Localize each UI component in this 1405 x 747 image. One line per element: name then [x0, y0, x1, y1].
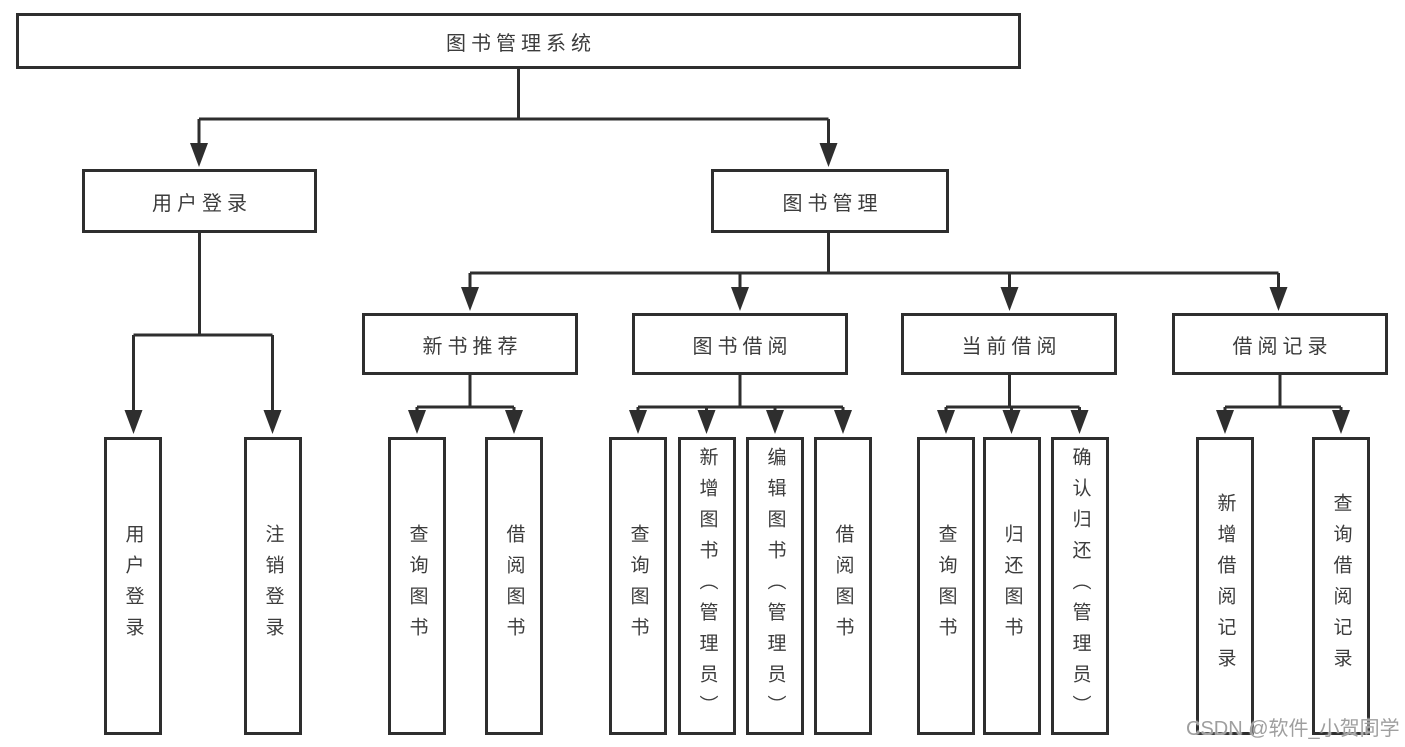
node-user-login: 用户登录: [82, 169, 317, 233]
node-label: 图书管理系统: [446, 32, 596, 55]
node-label: 借阅图书: [503, 524, 525, 648]
node-label: 用户登录: [152, 192, 252, 215]
node-label: 新增图书（管理员）: [696, 446, 718, 726]
node-new-book-recommendation: 新书推荐: [362, 313, 578, 375]
leaf-user-login: 用户登录: [104, 437, 162, 735]
node-book-management: 图书管理: [711, 169, 949, 233]
leaf-borrow-books-borrowing: 借阅图书: [814, 437, 872, 735]
node-label: 编辑图书（管理员）: [764, 446, 786, 726]
leaf-confirm-return-admin: 确认归还（管理员）: [1051, 437, 1109, 735]
node-book-borrowing: 图书借阅: [632, 313, 848, 375]
node-library-management-system: 图书管理系统: [16, 13, 1021, 69]
node-label: 当前借阅: [961, 335, 1062, 358]
leaf-borrow-books-recommend: 借阅图书: [485, 437, 543, 735]
leaf-query-books-recommend: 查询图书: [388, 437, 446, 735]
node-borrowing-records: 借阅记录: [1172, 313, 1388, 375]
csdn-watermark: CSDN @软件_小贺同学: [1186, 718, 1400, 740]
leaf-add-book-admin: 新增图书（管理员）: [678, 437, 736, 735]
node-label: 借阅图书: [832, 524, 854, 648]
node-label: 新增借阅记录: [1214, 493, 1236, 679]
node-label: 图书借阅: [692, 335, 793, 358]
node-label: 查询借阅记录: [1330, 493, 1352, 679]
leaf-add-borrow-record: 新增借阅记录: [1196, 437, 1254, 735]
node-label: 查询图书: [935, 524, 957, 648]
leaf-query-borrow-record: 查询借阅记录: [1312, 437, 1370, 735]
leaf-query-books-current: 查询图书: [917, 437, 975, 735]
node-label: 确认归还（管理员）: [1069, 446, 1091, 726]
node-label: 图书管理: [782, 192, 883, 215]
node-label: 用户登录: [122, 524, 144, 648]
node-label: 借阅记录: [1232, 335, 1333, 358]
node-label: 注销登录: [262, 524, 284, 648]
leaf-query-books-borrowing: 查询图书: [609, 437, 667, 735]
node-label: 新书推荐: [422, 335, 523, 358]
leaf-return-books: 归还图书: [983, 437, 1041, 735]
node-label: 查询图书: [406, 524, 428, 648]
node-current-borrowing: 当前借阅: [901, 313, 1117, 375]
node-label: 查询图书: [627, 524, 649, 648]
node-label: 归还图书: [1001, 524, 1023, 648]
leaf-edit-book-admin: 编辑图书（管理员）: [746, 437, 804, 735]
leaf-logout: 注销登录: [244, 437, 302, 735]
